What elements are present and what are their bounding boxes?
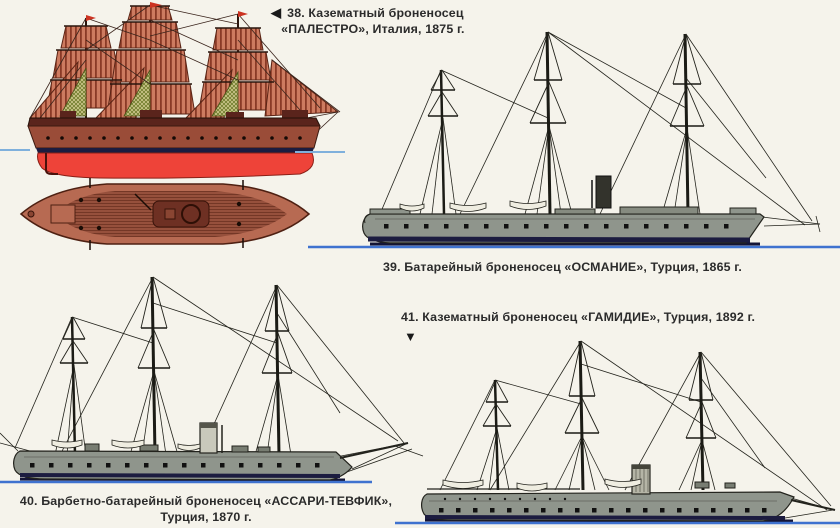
ship-boat — [449, 202, 487, 212]
gunports-row — [439, 508, 767, 513]
figure-40-caption: 40. Барбетно-батарейный броненосец «АССА… — [2, 494, 410, 525]
topmast-stays — [427, 31, 705, 127]
figure-39-caption: 39. Батарейный броненосец «ОСМАНИЕ», Тур… — [383, 260, 742, 274]
figure-40-caption-line2: Турция, 1870 г. — [160, 509, 252, 524]
left-triangle-icon: ◀ — [271, 5, 282, 20]
topmast-stays — [59, 276, 293, 374]
down-triangle-icon: ▼ — [404, 329, 417, 344]
hull-group — [27, 110, 321, 179]
stern-scroll — [364, 213, 371, 224]
figure-40-caption-line1: 40. Барбетно-батарейный броненосец «АССА… — [19, 494, 393, 508]
figure-41-illustration — [395, 340, 840, 525]
ship-boat — [516, 482, 548, 492]
rigging-group — [379, 31, 821, 233]
ratline-netting — [59, 67, 239, 117]
rudder-detail — [45, 153, 58, 175]
gun-position — [181, 204, 201, 224]
crosstrees-group — [428, 79, 704, 127]
funnel — [595, 175, 612, 209]
figure-38-illustration-side — [0, 2, 345, 179]
ship-boat — [399, 203, 425, 212]
bow-boom — [339, 442, 409, 459]
ship-boat — [51, 439, 83, 449]
upper-ports-row — [443, 497, 567, 501]
crosstrees-group — [483, 395, 716, 439]
figure-41-caption: 41. Казематный броненосец «ГАМИДИЕ», Тур… — [401, 310, 756, 324]
gunports-row — [384, 224, 729, 229]
hawse-fitting — [27, 210, 35, 218]
topmast-stays — [482, 340, 717, 439]
figure-40-illustration — [0, 276, 413, 484]
ship-boat — [111, 439, 145, 449]
mast-ticks — [89, 178, 244, 250]
figure-39-illustration — [308, 31, 840, 249]
waterline — [0, 149, 345, 153]
figure-38-illustration-plan — [19, 178, 311, 250]
ship-boat — [604, 478, 642, 488]
figure-38-caption-line2: «ПАЛЕСТРО», Италия, 1875 г. — [281, 21, 465, 36]
figure-38-caption: ◀ 38. Казематный броненосец «ПАЛЕСТРО», … — [271, 6, 465, 37]
pennant-flags — [86, 2, 248, 21]
underwater-hull — [37, 152, 314, 179]
hull-group — [421, 464, 836, 523]
ship-boat — [442, 479, 484, 489]
gunports-row — [30, 463, 320, 468]
crosstrees-group — [60, 327, 292, 374]
ship-boat — [177, 443, 201, 451]
masts-group — [493, 340, 705, 491]
bow-boom — [790, 499, 836, 511]
ship-boat — [509, 200, 547, 210]
masts-group — [70, 276, 281, 456]
hull-group — [362, 175, 765, 246]
bollard-dots — [78, 197, 242, 231]
figure-38-caption-line1: 38. Казематный броненосец — [287, 6, 464, 20]
hull-group — [13, 422, 409, 482]
bow-platform — [50, 204, 76, 224]
